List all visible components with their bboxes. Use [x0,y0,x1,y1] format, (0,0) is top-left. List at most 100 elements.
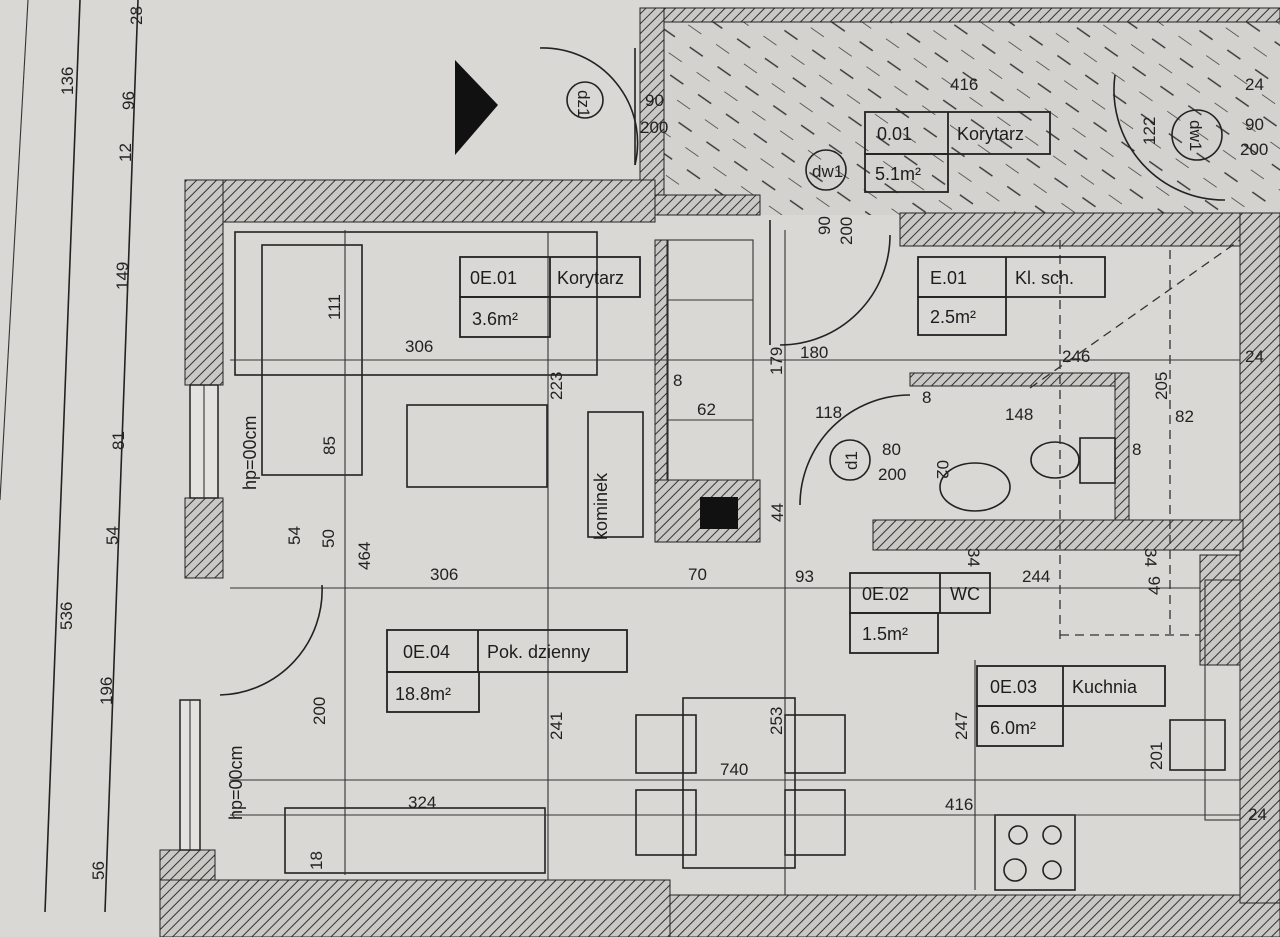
kitchen-sink [1169,719,1226,771]
dimension: 90 [1245,115,1264,134]
room-id: 0.01 [877,124,912,144]
dimension: 8 [1132,440,1141,459]
dimension: 82 [1175,407,1194,426]
room-area: 5.1m² [875,164,921,184]
room-name: WC [950,584,980,604]
dimension: 93 [795,567,814,586]
dimension: 253 [767,707,786,735]
dimension: 179 [767,347,786,375]
dimension: 148 [1005,405,1033,424]
room-area: 18.8m² [395,684,451,704]
dimension: 54 [103,526,122,545]
fireplace-label: kominek [591,472,611,540]
walls [159,7,1280,937]
room-id: 0E.03 [990,677,1037,697]
room-name: Kl. sch. [1015,268,1074,288]
windows [179,384,219,851]
dimension: 02 [933,460,952,479]
dimension: 324 [408,793,436,812]
dimension: 205 [1152,372,1171,400]
room-0E.04: 0E.04 Pok. dzienny 18.8m² [386,629,628,713]
dimension: 200 [837,217,856,245]
door-tag: dw1 [1186,120,1205,151]
dimension: 118 [815,403,842,422]
room-0.01: 0.01 Korytarz 5.1m² [864,111,1051,193]
dimension: 12 [116,143,135,162]
dimension: 416 [945,795,973,814]
room-area: 1.5m² [862,624,908,644]
dimension: 44 [768,503,787,522]
dimension: 34 [1141,548,1160,567]
dimension: 464 [355,542,374,570]
dimension: 28 [127,6,146,25]
dimension: 85 [320,436,339,455]
room-id: 0E.01 [470,268,517,288]
door-tag: dw1 [812,162,843,181]
floor-height-label: hp=00cm [226,745,246,820]
room-id: 0E.04 [403,642,450,662]
door-tags: dz1 dw1 dw1 d1 [566,81,1223,481]
dimensions: 90 200 416 24 90 200 122 90 200 111 306 … [307,75,1268,870]
dimension: 200 [640,118,668,137]
room-name: Kuchnia [1072,677,1138,697]
dimension: 196 [97,677,116,705]
dimension: 62 [697,400,716,419]
room-area: 6.0m² [990,718,1036,738]
furniture [230,230,1241,895]
dimension: 80 [882,440,901,459]
dimension: 246 [1062,347,1090,366]
toilet [1030,441,1080,479]
room-id: 0E.02 [862,584,909,604]
dimension: 24 [1248,805,1267,824]
room-0E.02: 0E.02 WC 1.5m² [849,572,991,654]
floor-height-label: hp=00cm [240,415,260,490]
dimension: 306 [430,565,458,584]
dimension: 46 [1145,576,1164,595]
room-0E.01: 0E.01 Korytarz 3.6m² [459,256,641,338]
dimension: 8 [673,371,682,390]
room-area: 2.5m² [930,307,976,327]
dimension: 70 [688,565,707,584]
dimension: 54 [285,526,304,545]
room-name: Korytarz [957,124,1024,144]
dimension: 18 [307,851,326,870]
dimension: 81 [109,431,128,450]
room-name: Korytarz [557,268,624,288]
washbasin [939,462,1011,512]
left-dimension-chains: 536 136 149 54 196 56 28 96 12 81 54 [0,0,304,913]
dimension: 200 [310,697,329,725]
dimension: 56 [89,861,108,880]
dimension: 111 [325,294,344,320]
dimension: 122 [1140,117,1159,145]
dimension: 34 [964,548,983,567]
dimension: 136 [58,67,77,95]
dimension: 96 [119,91,138,110]
dimension: 416 [950,75,978,94]
room-name: Pok. dzienny [487,642,590,662]
dimension: 247 [952,712,971,740]
dimension: 50 [319,529,338,548]
dimension: 244 [1022,567,1050,586]
dimension: 90 [815,216,834,235]
dimension: 536 [57,602,76,630]
dimension: 180 [800,343,828,362]
dimension: 223 [547,372,566,400]
entrance-arrow-icon [455,60,498,155]
dimension: 149 [113,262,132,290]
door-tag: dz1 [574,90,593,117]
dimension: 24 [1245,347,1264,366]
dimension: 740 [720,760,748,779]
room-0E.03: 0E.03 Kuchnia 6.0m² [976,665,1166,747]
dimension: 201 [1147,742,1166,770]
door-swings [219,47,1226,696]
dimension: 200 [878,465,906,484]
chimney-flue [700,497,738,529]
room-area: 3.6m² [472,309,518,329]
room-E.01: E.01 Kl. sch. 2.5m² [917,256,1106,336]
room-id: E.01 [930,268,967,288]
dimension: 90 [645,91,664,110]
dimension: 200 [1240,140,1268,159]
stove [994,814,1076,891]
dimension: 24 [1245,75,1264,94]
